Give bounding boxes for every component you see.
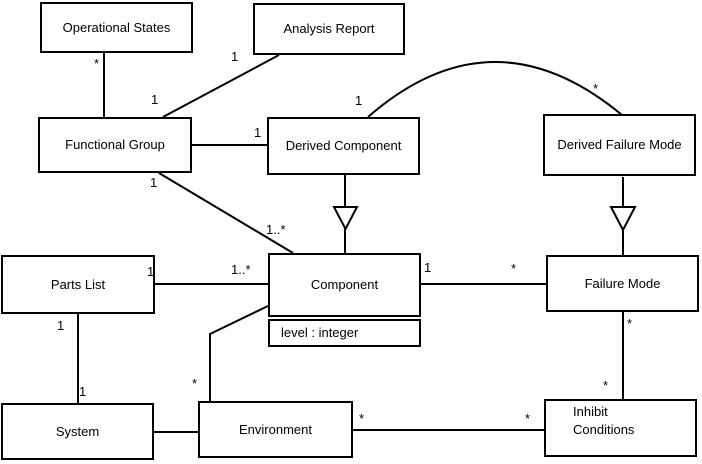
class-label-line2: Conditions <box>573 422 635 437</box>
multiplicity-label: 1 <box>151 92 159 107</box>
class-failure-mode[interactable]: Failure Mode <box>546 255 699 312</box>
multiplicity-label: * <box>603 378 609 393</box>
class-component[interactable]: Component <box>268 253 421 317</box>
multiplicity-label: * <box>525 411 531 426</box>
class-operational-states[interactable]: Operational States <box>40 2 193 53</box>
generalization-triangle-icon <box>609 206 637 233</box>
multiplicity-label: * <box>192 376 198 391</box>
class-derived-component[interactable]: Derived Component <box>267 117 420 175</box>
multiplicity-label: 1 <box>57 318 65 333</box>
class-label: Operational States <box>62 19 171 35</box>
multiplicity-label: 1 <box>424 260 432 275</box>
class-label: Derived Component <box>285 138 402 153</box>
multiplicity-label: * <box>94 56 100 71</box>
multiplicity-label: 1 <box>254 125 262 140</box>
class-label-line1: Inhibit <box>573 404 608 419</box>
multiplicity-label: 1 <box>147 264 155 279</box>
class-environment[interactable]: Environment <box>198 401 353 458</box>
multiplicity-label: 1 <box>231 49 239 64</box>
multiplicity-label: 1..* <box>231 262 251 277</box>
class-analysis-report[interactable]: Analysis Report <box>253 3 405 55</box>
multiplicity-label: * <box>359 411 365 426</box>
multiplicity-label: 1..* <box>266 222 286 237</box>
class-functional-group[interactable]: Functional Group <box>38 117 192 173</box>
class-system[interactable]: System <box>1 403 154 460</box>
class-label: Parts List <box>50 276 106 292</box>
class-parts-list[interactable]: Parts List <box>1 255 155 314</box>
multiplicity-label: * <box>593 81 599 96</box>
class-label: Failure Mode <box>584 275 661 291</box>
class-label: Functional Group <box>65 137 165 152</box>
class-label: Analysis Report <box>283 21 375 36</box>
class-label: Component <box>310 277 379 292</box>
edge-functional-group-component <box>158 172 294 254</box>
edge-analysis-report-functional-group <box>162 54 280 118</box>
class-label: Environment <box>239 421 312 437</box>
multiplicity-label: * <box>511 261 517 276</box>
class-label: Derived Failure Mode <box>557 137 682 152</box>
multiplicity-label: * <box>627 316 633 331</box>
multiplicity-label: 1 <box>150 175 158 190</box>
edge-derived-component-derived-failure-mode-arc <box>367 61 623 118</box>
class-label: System <box>55 423 100 439</box>
class-component-attributes[interactable]: level : integer <box>268 319 421 347</box>
class-inhibit-conditions[interactable]: Inhibit Conditions <box>544 399 697 457</box>
edge-component-environment <box>209 305 269 401</box>
attribute-label: level : integer <box>281 325 359 340</box>
multiplicity-label: 1 <box>355 93 363 108</box>
class-derived-failure-mode[interactable]: Derived Failure Mode <box>543 114 696 176</box>
generalization-triangle-icon <box>332 206 359 232</box>
multiplicity-label: 1 <box>79 384 87 399</box>
